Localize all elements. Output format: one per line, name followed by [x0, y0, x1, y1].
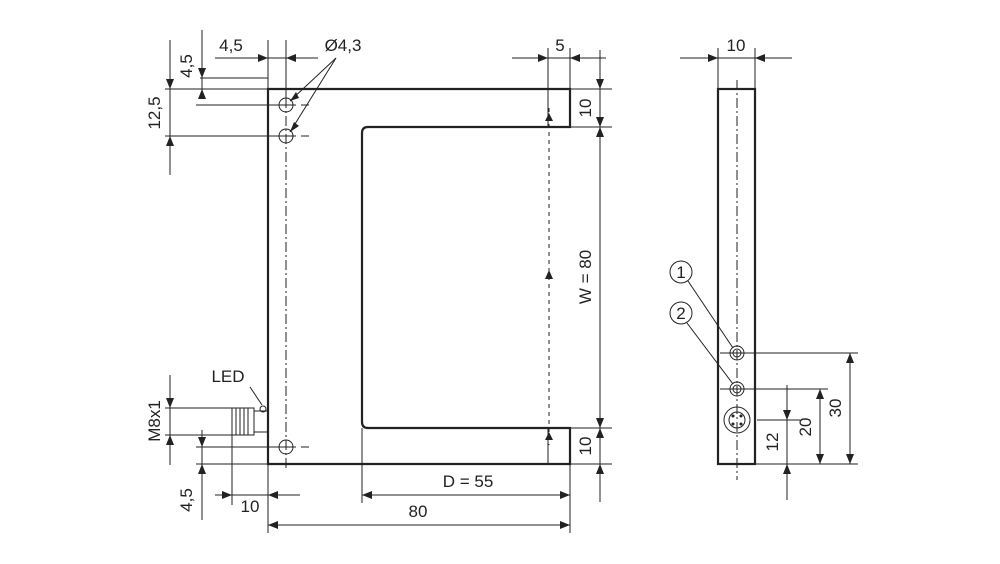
dim-20: 20	[796, 418, 815, 437]
side-view-dimensions: 10 1 2 30 20 12	[669, 36, 858, 500]
dim-connector-offset: 10	[241, 497, 260, 516]
dim-top-left-horizontal-offset: 4,5	[219, 36, 243, 55]
side-connector-socket	[723, 406, 751, 434]
dim-hole-spacing: 12,5	[145, 96, 164, 129]
mounting-hole-3	[276, 439, 309, 455]
dim-top-left-vertical-offset: 4,5	[177, 54, 196, 78]
mounting-hole-2	[276, 128, 309, 144]
beam-arrow-bottom	[545, 432, 553, 440]
side-view-body	[716, 80, 757, 480]
dim-bottom-left-vertical-offset: 4,5	[177, 488, 196, 512]
dim-opening-width: W = 80	[576, 250, 595, 304]
dim-right-arm-width: 5	[555, 36, 564, 55]
dim-upper-arm-height: 10	[576, 99, 595, 118]
dim-lower-arm-height: 10	[576, 437, 595, 456]
led-indicator	[259, 405, 267, 413]
front-view-body	[266, 80, 572, 470]
callout-1: 1	[669, 260, 734, 349]
mounting-holes	[276, 97, 309, 455]
callout-2: 2	[669, 301, 734, 385]
dim-30: 30	[826, 399, 845, 418]
dim-overall-width: 80	[409, 502, 428, 521]
front-view-dimensions: 4,5 4,5 Ø4,3 12,5 5	[145, 30, 612, 533]
beam-arrow-mid	[545, 270, 553, 279]
dim-connector-thread: M8x1	[145, 400, 164, 442]
svg-text:2: 2	[676, 304, 685, 323]
dim-slot-depth: D = 55	[443, 472, 494, 491]
svg-text:1: 1	[676, 263, 685, 282]
connector	[231, 405, 269, 436]
dim-hole-diameter: Ø4,3	[325, 36, 362, 55]
beam-arrow-top	[545, 113, 553, 121]
dim-side-width: 10	[727, 36, 746, 55]
led-label: LED	[211, 367, 244, 386]
dim-12: 12	[763, 433, 782, 452]
